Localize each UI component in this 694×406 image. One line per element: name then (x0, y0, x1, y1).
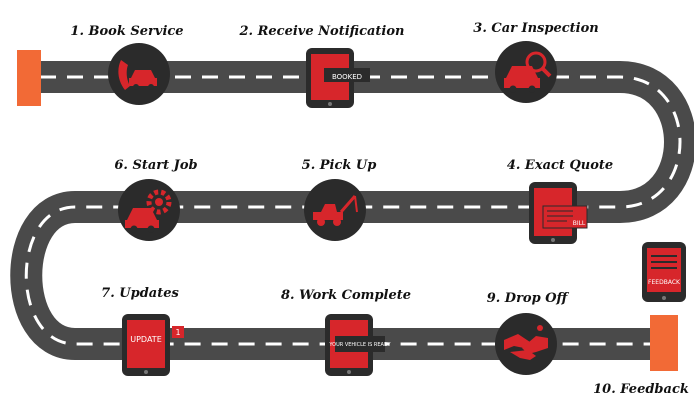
step-7-badge-count: 1 (175, 328, 180, 337)
step-4-icon-tablet-bill-icon: BILL (529, 182, 588, 244)
step-5-label: 5. Pick Up (301, 158, 377, 173)
step-5-icon-tow-truck-icon (304, 179, 366, 241)
step-8-icon-tablet-ready-icon: YOUR VEHICLE IS READY (325, 314, 392, 376)
step-6-icon-car-gear-icon (118, 179, 180, 241)
step-8-badge: YOUR VEHICLE IS READY (328, 342, 391, 348)
step-7-icon-tablet-update-icon: UPDATE 1 (122, 314, 184, 376)
step-1-icon-phone-car-icon (108, 43, 170, 105)
start-marker (17, 50, 41, 106)
step-3-icon-car-magnifier-icon (495, 41, 557, 103)
step-3-label: 3. Car Inspection (473, 21, 599, 36)
step-7-label: 7. Updates (101, 286, 179, 301)
step-2-badge: BOOKED (332, 73, 362, 81)
step-9-label: 9. Drop Off (486, 291, 568, 306)
step-8-label: 8. Work Complete (280, 288, 412, 303)
step-6-label: 6. Start Job (114, 158, 198, 173)
step-1-label: 1. Book Service (70, 24, 184, 39)
step-10-badge: FEEDBACK (648, 279, 681, 286)
step-10-icon-tablet-feedback-icon: FEEDBACK (642, 242, 686, 302)
step-7-badge: UPDATE (130, 335, 162, 344)
step-9-icon-handshake-icon (495, 313, 557, 375)
step-10-label: 10. Feedback (593, 382, 689, 397)
step-2-icon-tablet-booked-icon: BOOKED (306, 48, 370, 108)
step-2-label: 2. Receive Notification (239, 24, 405, 39)
step-4-label: 4. Exact Quote (506, 158, 614, 173)
end-marker (650, 315, 678, 371)
step-4-badge: BILL (573, 220, 586, 227)
